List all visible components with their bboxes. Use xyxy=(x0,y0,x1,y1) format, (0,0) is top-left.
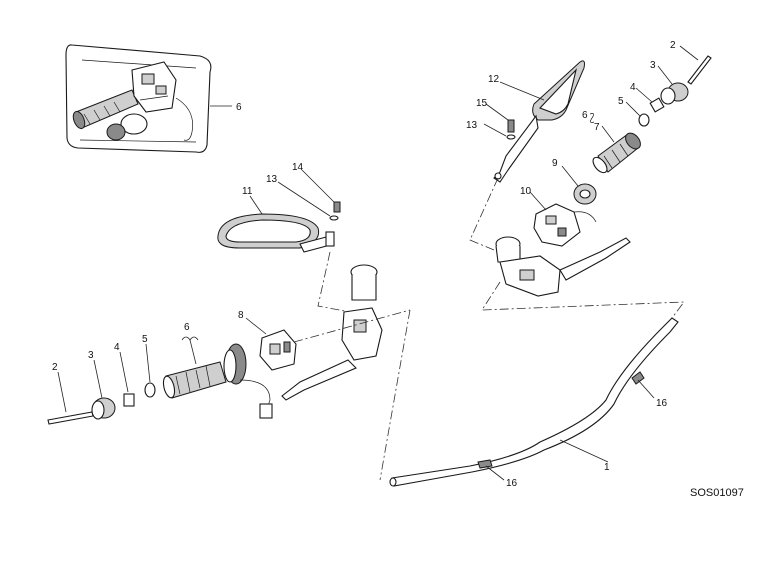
left-callout-6: 6 xyxy=(184,322,190,333)
mirror-callout-11: 11 xyxy=(242,186,253,197)
inset-assembly-view: 6 xyxy=(65,44,242,153)
right-callout-4: 4 xyxy=(630,82,636,93)
left-callout-8: 8 xyxy=(238,310,244,321)
right-callout-3: 3 xyxy=(650,60,656,71)
right-switch-assembly: 12 15 13 2 3 4 5 6 7 xyxy=(466,40,712,319)
handlebar: 1 16 16 xyxy=(389,317,679,489)
right-callout-6: 6 xyxy=(582,110,588,121)
right-callout-12: 12 xyxy=(488,74,500,85)
right-callout-2: 2 xyxy=(670,40,676,51)
inset-callout-6: 6 xyxy=(236,102,242,113)
right-callout-15: 15 xyxy=(476,98,488,109)
right-callout-5: 5 xyxy=(618,96,624,107)
mirror-callout-14: 14 xyxy=(292,162,304,173)
right-callout-10: 10 xyxy=(520,186,532,197)
left-callout-2: 2 xyxy=(52,362,58,373)
left-callout-5: 5 xyxy=(142,334,148,345)
right-callout-9: 9 xyxy=(552,158,558,169)
bar-callout-1: 1 xyxy=(604,462,610,473)
mirror-callout-13: 13 xyxy=(266,174,278,185)
right-callout-7: 7 xyxy=(594,122,600,133)
left-callout-3: 3 xyxy=(88,350,94,361)
left-mirror-assembly: 11 14 13 xyxy=(217,162,351,313)
bar-callout-16b: 16 xyxy=(656,398,668,409)
left-callout-4: 4 xyxy=(114,342,120,353)
right-callout-13: 13 xyxy=(466,120,478,131)
left-switch-assembly: 2 3 4 5 6 8 xyxy=(47,264,411,481)
bar-callout-16a: 16 xyxy=(506,478,518,489)
drawing-code: SOS01097 xyxy=(690,487,744,499)
